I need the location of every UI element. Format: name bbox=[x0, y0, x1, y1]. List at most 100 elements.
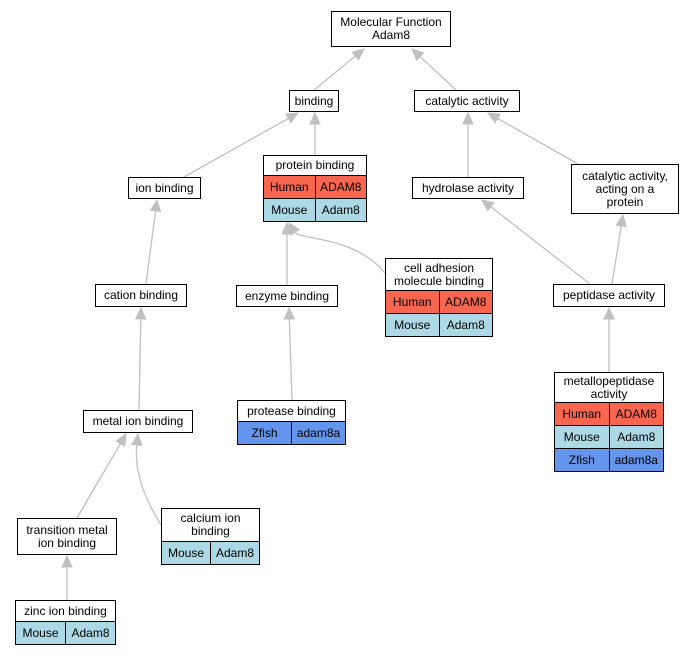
term-label: binding bbox=[290, 91, 338, 111]
edge-metallopeptidase-to-peptidase bbox=[603, 306, 615, 372]
edge-arrowhead bbox=[285, 112, 300, 124]
gene-cell[interactable]: Adam8 bbox=[321, 203, 360, 217]
edge-arrowhead bbox=[481, 199, 495, 212]
term-label-line: Adam8 bbox=[371, 28, 411, 42]
edge-transition_metal-to-metal_ion_binding bbox=[76, 432, 127, 519]
edge-arrowhead bbox=[115, 432, 127, 447]
edge-cation_binding-to-ion_binding bbox=[145, 198, 162, 285]
edge-arrowhead bbox=[411, 48, 425, 62]
term-label: protein binding bbox=[264, 156, 366, 175]
edge-arrowhead bbox=[603, 306, 615, 320]
annotation-row: Zfish adam8a bbox=[238, 421, 345, 444]
edge-line bbox=[497, 117, 579, 165]
species-cell: Mouse bbox=[555, 426, 610, 448]
term-label-line: activity bbox=[590, 386, 628, 401]
term-label: metal ion binding bbox=[84, 411, 192, 432]
edge-line bbox=[611, 225, 622, 285]
term-label-line: binding bbox=[191, 524, 230, 538]
term-label-line: hydrolase activity bbox=[421, 180, 515, 195]
term-label-line: enzyme binding bbox=[244, 288, 330, 303]
term-label-line: metallopeptidase bbox=[563, 373, 655, 388]
edge-arrowhead bbox=[283, 306, 296, 320]
edge-line bbox=[76, 443, 122, 519]
annotation-row: Mouse Adam8 bbox=[162, 541, 259, 564]
term-label-line: molecule binding bbox=[393, 273, 485, 288]
go-term-peptidase[interactable]: peptidase activity bbox=[553, 284, 665, 307]
gene-cell[interactable]: ADAM8 bbox=[320, 180, 362, 194]
gene-cell[interactable]: Adam8 bbox=[215, 546, 255, 560]
term-label-line: catalytic activity, bbox=[582, 168, 668, 183]
gene-cell[interactable]: Adam8 bbox=[617, 430, 656, 444]
go-term-hydrolase[interactable]: hydrolase activity bbox=[412, 177, 524, 199]
edge-line bbox=[313, 55, 356, 91]
term-label-line: protease binding bbox=[247, 403, 336, 418]
annotation-row: Human ADAM8 bbox=[264, 175, 366, 198]
species-cell: Mouse bbox=[264, 199, 316, 221]
gene-cell[interactable]: adam8a bbox=[296, 426, 341, 440]
term-label: cation binding bbox=[96, 285, 186, 306]
edge-metal_ion_binding-to-cation_binding bbox=[134, 306, 147, 411]
gene-cell[interactable]: adam8a bbox=[614, 453, 658, 467]
edge-arrowhead bbox=[149, 198, 162, 213]
term-label: enzyme binding bbox=[237, 286, 337, 306]
edge-line bbox=[138, 318, 142, 411]
edge-line bbox=[294, 231, 386, 274]
term-label-line: Molecular Function bbox=[340, 15, 442, 29]
go-term-binding[interactable]: binding bbox=[289, 90, 339, 112]
edge-protein_binding-to-binding bbox=[309, 111, 321, 155]
go-term-ion-binding[interactable]: ion binding bbox=[128, 177, 201, 199]
term-label: protease binding bbox=[238, 401, 345, 421]
species-cell: Mouse bbox=[386, 314, 440, 336]
term-label-line: protein binding bbox=[275, 158, 355, 172]
edge-arrowhead bbox=[61, 554, 73, 568]
go-term-metal-ion-binding[interactable]: metal ion binding bbox=[83, 410, 193, 433]
annotation-row: Mouse Adam8 bbox=[386, 313, 492, 336]
edge-catalytic-to-root bbox=[411, 48, 457, 91]
gene-cell[interactable]: ADAM8 bbox=[445, 295, 487, 309]
edge-ion_binding-to-binding bbox=[183, 112, 300, 178]
go-term-enzyme-binding[interactable]: enzyme binding bbox=[236, 285, 338, 307]
term-label: catalytic activity bbox=[415, 91, 519, 111]
edge-calcium_ion_binding-to-metal_ion_binding bbox=[131, 432, 162, 526]
edge-line bbox=[288, 318, 293, 401]
edge-arrowhead bbox=[351, 48, 365, 61]
term-label-line: zinc ion binding bbox=[24, 603, 107, 618]
term-label-line: ion binding bbox=[135, 180, 194, 195]
species-cell: Zfish bbox=[238, 422, 292, 444]
gene-cell[interactable]: Adam8 bbox=[71, 626, 110, 640]
species-cell: Mouse bbox=[162, 542, 211, 564]
edge-arrowhead bbox=[134, 306, 147, 320]
term-label-line: protein bbox=[606, 194, 644, 209]
edge-arrowhead bbox=[615, 213, 627, 228]
edge-peptidase-to-hydrolase bbox=[481, 199, 591, 285]
term-label: peptidase activity bbox=[554, 285, 664, 306]
annotation-row: Mouse Adam8 bbox=[264, 198, 366, 221]
term-label: hydrolase activity bbox=[413, 178, 523, 198]
edge-line bbox=[183, 117, 289, 178]
go-term-cation-binding[interactable]: cation binding bbox=[95, 284, 187, 307]
term-label: zinc ion binding bbox=[16, 601, 115, 621]
gene-cell[interactable]: ADAM8 bbox=[615, 407, 657, 421]
gene-cell[interactable]: Adam8 bbox=[446, 318, 485, 332]
edge-catalytic_protein-to-catalytic bbox=[486, 112, 579, 165]
term-label-line: cation binding bbox=[103, 288, 179, 302]
edge-cell_adhesion-to-protein_binding bbox=[288, 221, 386, 274]
species-cell: Human bbox=[264, 176, 316, 198]
term-label: ion binding bbox=[129, 178, 200, 198]
go-term-catalytic[interactable]: catalytic activity bbox=[414, 90, 520, 112]
edge-binding-to-root bbox=[313, 48, 365, 91]
edge-line bbox=[490, 206, 591, 285]
